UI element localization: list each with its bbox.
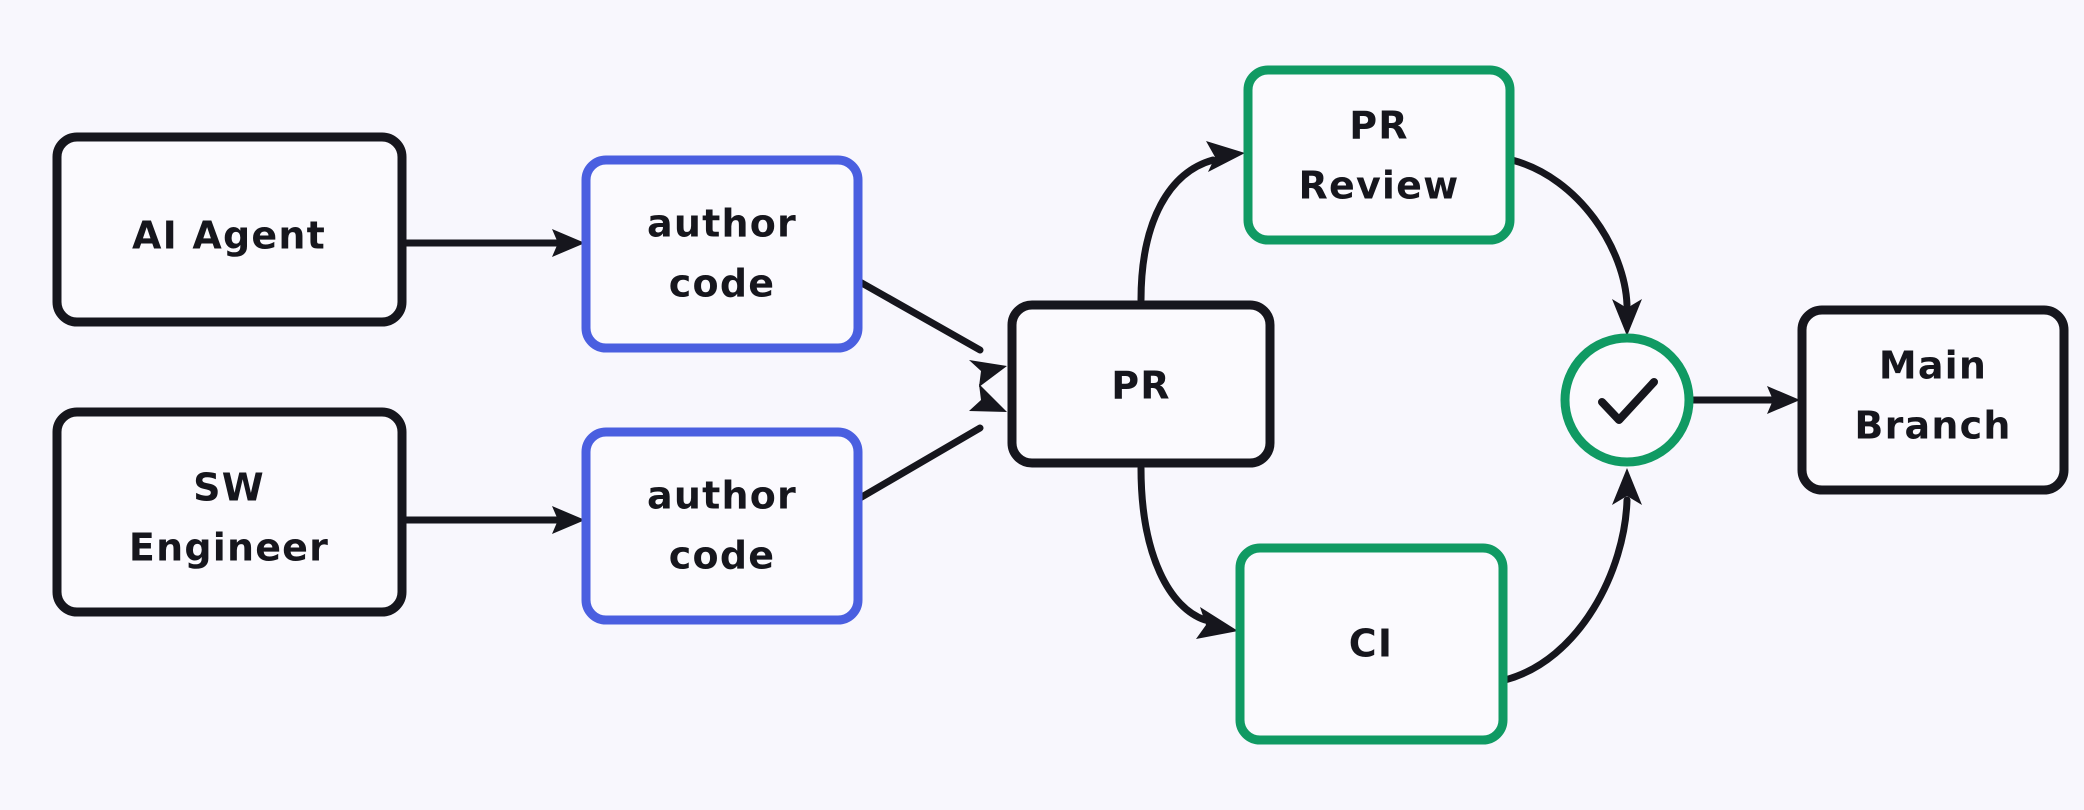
main-branch-box[interactable] bbox=[1797, 305, 2069, 495]
author-code-1-label-line1: author bbox=[647, 202, 797, 246]
node-pr-review[interactable]: PR Review bbox=[1243, 65, 1515, 245]
edge-merge-check-to-main-branch bbox=[1688, 386, 1800, 414]
edge-pr-to-pr-review bbox=[1137, 141, 1245, 304]
edge-author-code-to-pr-lower bbox=[856, 384, 1007, 502]
sw-engineer-box[interactable] bbox=[52, 407, 407, 617]
node-author-code-1[interactable]: author code bbox=[581, 155, 863, 353]
author-code-2-label-line2: code bbox=[669, 534, 775, 578]
node-ci[interactable]: CI bbox=[1235, 543, 1508, 745]
node-sw-engineer[interactable]: SW Engineer bbox=[52, 407, 407, 617]
ai-agent-label: AI Agent bbox=[132, 214, 326, 258]
node-author-code-2[interactable]: author code bbox=[581, 427, 863, 625]
pr-label: PR bbox=[1111, 364, 1171, 408]
ci-box[interactable] bbox=[1235, 543, 1508, 745]
edge-ai-agent-to-author-code bbox=[400, 229, 585, 257]
pr-review-box[interactable] bbox=[1243, 65, 1515, 245]
sw-engineer-label-line2: Engineer bbox=[129, 526, 329, 570]
node-ai-agent[interactable]: AI Agent bbox=[52, 132, 407, 327]
pr-box[interactable] bbox=[1007, 300, 1275, 468]
author-code-2-label-line1: author bbox=[647, 474, 797, 518]
author-code-2-box[interactable] bbox=[581, 427, 863, 625]
ci-label: CI bbox=[1349, 622, 1393, 666]
edge-pr-review-to-merge-check bbox=[1508, 156, 1642, 336]
node-pr[interactable]: PR bbox=[1007, 300, 1275, 468]
node-merge-check[interactable] bbox=[1560, 333, 1694, 467]
check-icon bbox=[1598, 378, 1658, 424]
pr-review-label-line1: PR bbox=[1349, 104, 1409, 148]
main-branch-label-line1: Main bbox=[1879, 344, 1987, 388]
edge-pr-to-ci bbox=[1137, 464, 1238, 639]
merge-check-circle[interactable] bbox=[1560, 333, 1694, 467]
pr-review-label-line2: Review bbox=[1299, 164, 1460, 208]
ai-agent-box[interactable] bbox=[52, 132, 407, 327]
edge-ci-to-merge-check bbox=[1501, 468, 1642, 684]
edge-sw-engineer-to-author-code bbox=[400, 506, 585, 534]
author-code-1-box[interactable] bbox=[581, 155, 863, 353]
main-branch-label-line2: Branch bbox=[1854, 404, 2011, 448]
sw-engineer-label-line1: SW bbox=[193, 466, 265, 510]
edge-author-code-to-pr-upper bbox=[856, 278, 1007, 387]
node-main-branch[interactable]: Main Branch bbox=[1797, 305, 2069, 495]
author-code-1-label-line2: code bbox=[669, 262, 775, 306]
